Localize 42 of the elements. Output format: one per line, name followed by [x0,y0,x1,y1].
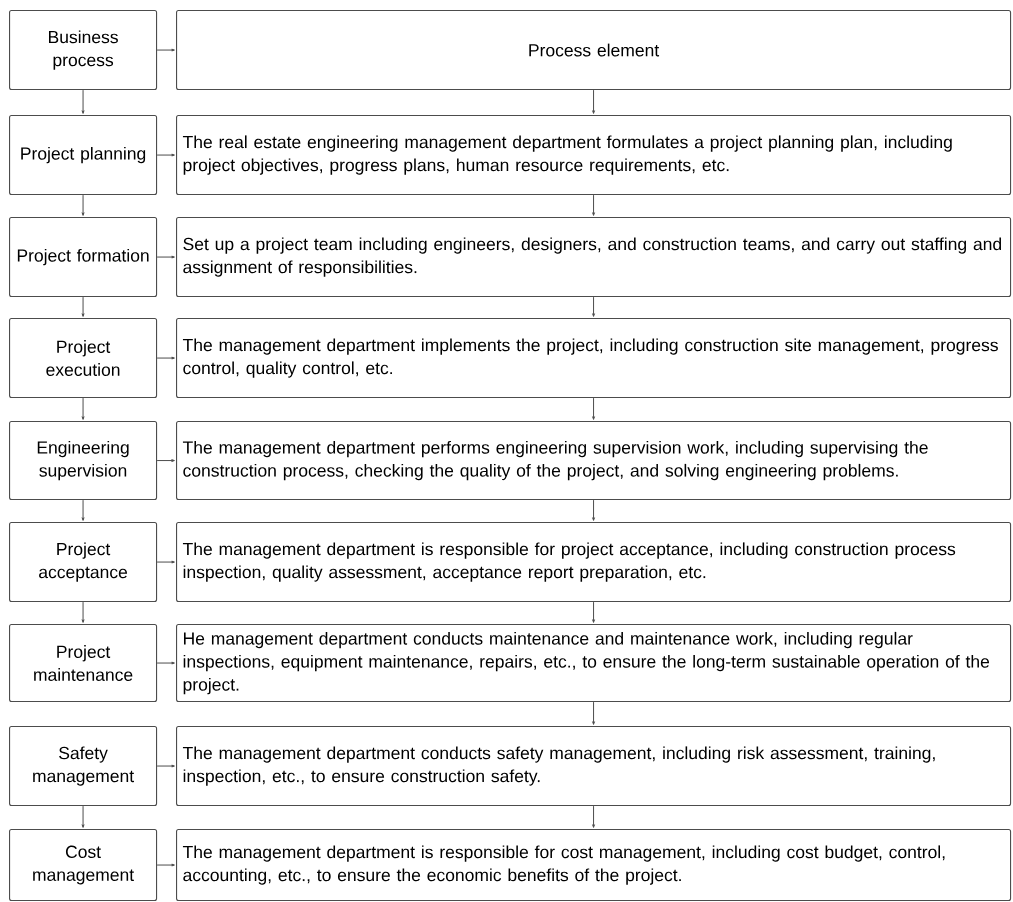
arrow [592,601,595,623]
arrow [81,89,85,114]
description-box: The management department conducts safety management, including risk assessment, training, inspection, etc., to ensure construction safety. [176,726,1012,807]
arrow [592,89,595,114]
arrow [81,194,85,216]
arrow [156,560,175,564]
arrow [81,601,85,623]
process-step-box: Project formation [9,217,158,298]
process-step-box: Project maintenance [9,624,158,703]
arrow [81,499,85,521]
arrow [592,397,595,420]
process-step-box: Cost management [9,829,158,902]
arrow [592,296,595,317]
arrow [156,356,175,360]
description-box: Process element [176,10,1012,91]
description-box: The management department is responsible for cost management, including cost budget, control, accounting, etc., to ensure the economic benefits of the project. [176,829,1012,902]
description-box: He management department conducts maintenance and maintenance work, including regular inspections, equipment maintenance, repairs, etc., to ensure the long-term sustainable operation of the project. [176,624,1012,703]
arrow [156,48,175,52]
arrow [156,661,175,665]
arrow [592,499,595,521]
arrow [156,764,175,768]
description-box: Set up a project team including engineers, designers, and construction teams, and carry out staffing and assignment of responsibilities. [176,217,1012,298]
arrow [81,805,85,828]
process-step-box: Business process [9,10,158,91]
arrow [592,701,595,725]
description-box: The management department performs engineering supervision work, including supervising the construction process, checking the quality of the project, and solving engineering problems. [176,421,1012,501]
arrow [592,805,595,828]
arrow [156,863,175,867]
process-step-box: Project acceptance [9,522,158,603]
arrow [156,459,175,462]
description-box: The real estate engineering management department formulates a project planning plan, including project objectives, progress plans, human resource requirements, etc. [176,115,1012,196]
process-step-box: Project execution [9,318,158,399]
arrow [592,194,595,216]
process-step-box: Safety management [9,726,158,807]
arrow [81,397,85,420]
arrow [81,296,85,317]
description-box: The management department is responsible for project acceptance, including construction process inspection, quality assessment, acceptance report preparation, etc. [176,522,1012,603]
process-step-box: Project planning [9,115,158,196]
arrow [156,255,175,259]
process-step-box: Engineering supervision [9,421,158,501]
arrow [156,153,175,157]
description-box: The management department implements the project, including construction site management, progress control, quality control, etc. [176,318,1012,399]
